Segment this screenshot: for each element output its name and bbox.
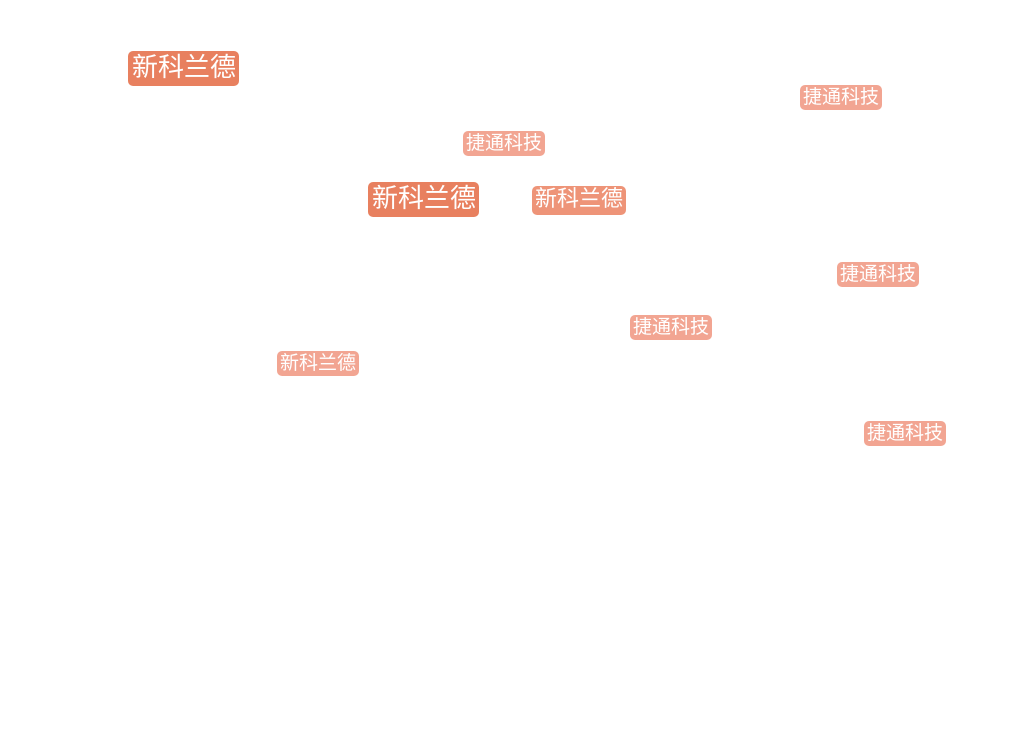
tag-jietong-keji[interactable]: 捷通科技 [864,421,947,446]
tag-xinkelande[interactable]: 新科兰德 [532,186,627,215]
tag-xinkelande[interactable]: 新科兰德 [368,182,480,217]
tag-jietong-keji[interactable]: 捷通科技 [463,131,546,156]
tag-jietong-keji[interactable]: 捷通科技 [837,262,920,287]
tag-xinkelande[interactable]: 新科兰德 [128,51,240,86]
tag-jietong-keji[interactable]: 捷通科技 [630,315,713,340]
tag-jietong-keji[interactable]: 捷通科技 [800,85,883,110]
tag-xinkelande[interactable]: 新科兰德 [277,351,360,376]
